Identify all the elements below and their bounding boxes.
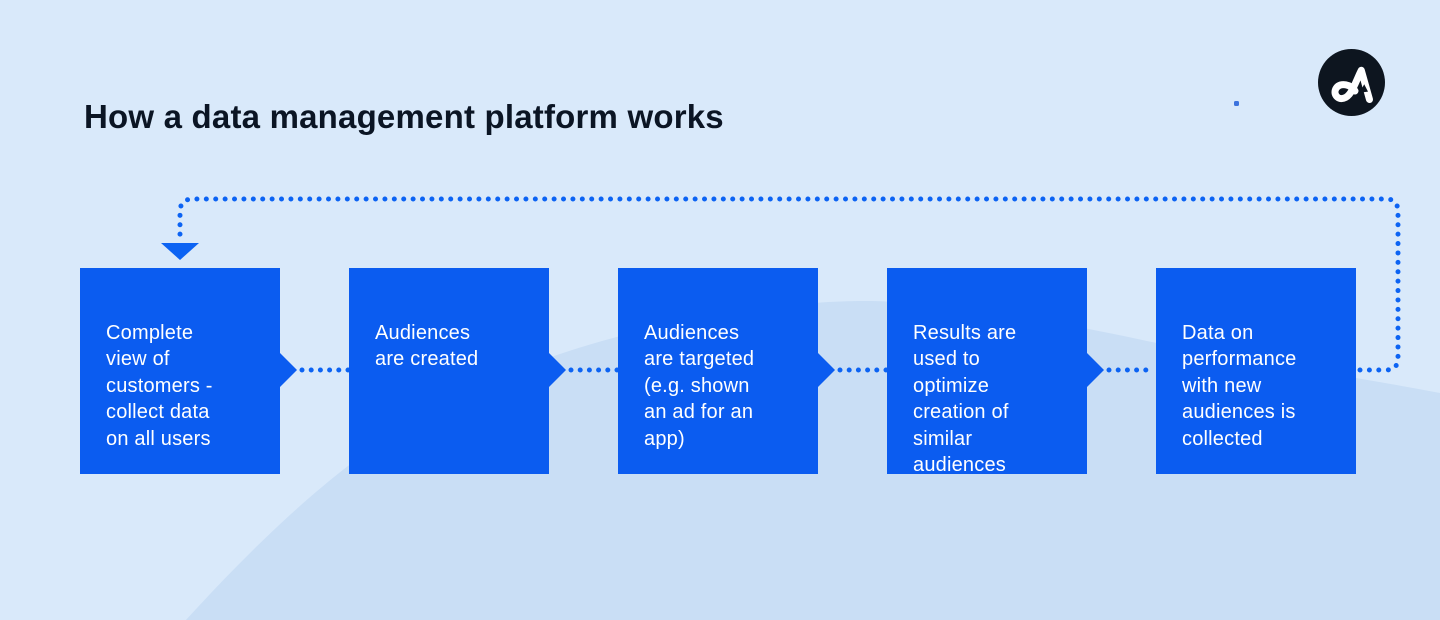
flow-step-label: Data on performance with new audiences i… (1182, 321, 1297, 450)
flow-step-label: Results are used to optimize creation of… (913, 321, 1017, 477)
flow-step-arrow-tip-icon (817, 352, 835, 388)
flow-step-arrow-tip-icon (279, 352, 297, 388)
decor-dot (1234, 101, 1239, 106)
logo-circle (1318, 49, 1385, 116)
flow-step-label: Audiences are targeted (e.g. shown an ad… (644, 321, 755, 450)
flow-step-arrow-tip-icon (548, 352, 566, 388)
flow-step-box-2: Audiences are created (349, 268, 549, 474)
feedback-loop-arrowhead-icon (161, 243, 199, 260)
flow-step-label: Audiences are created (375, 321, 479, 371)
flow-step-label: Complete view of customers - collect dat… (106, 321, 213, 450)
page-title: How a data management platform works (84, 98, 724, 136)
logo-a-notch (1359, 84, 1368, 93)
logo-a-glyph-icon (1331, 66, 1373, 103)
flow-step-box-1: Complete view of customers - collect dat… (80, 268, 280, 474)
flow-step-box-3: Audiences are targeted (e.g. shown an ad… (618, 268, 818, 474)
flow-step-box-5: Data on performance with new audiences i… (1156, 268, 1356, 474)
adjust-logo-icon (1318, 49, 1385, 116)
flow-step-box-4: Results are used to optimize creation of… (887, 268, 1087, 477)
flow-step-arrow-tip-icon (1086, 352, 1104, 388)
